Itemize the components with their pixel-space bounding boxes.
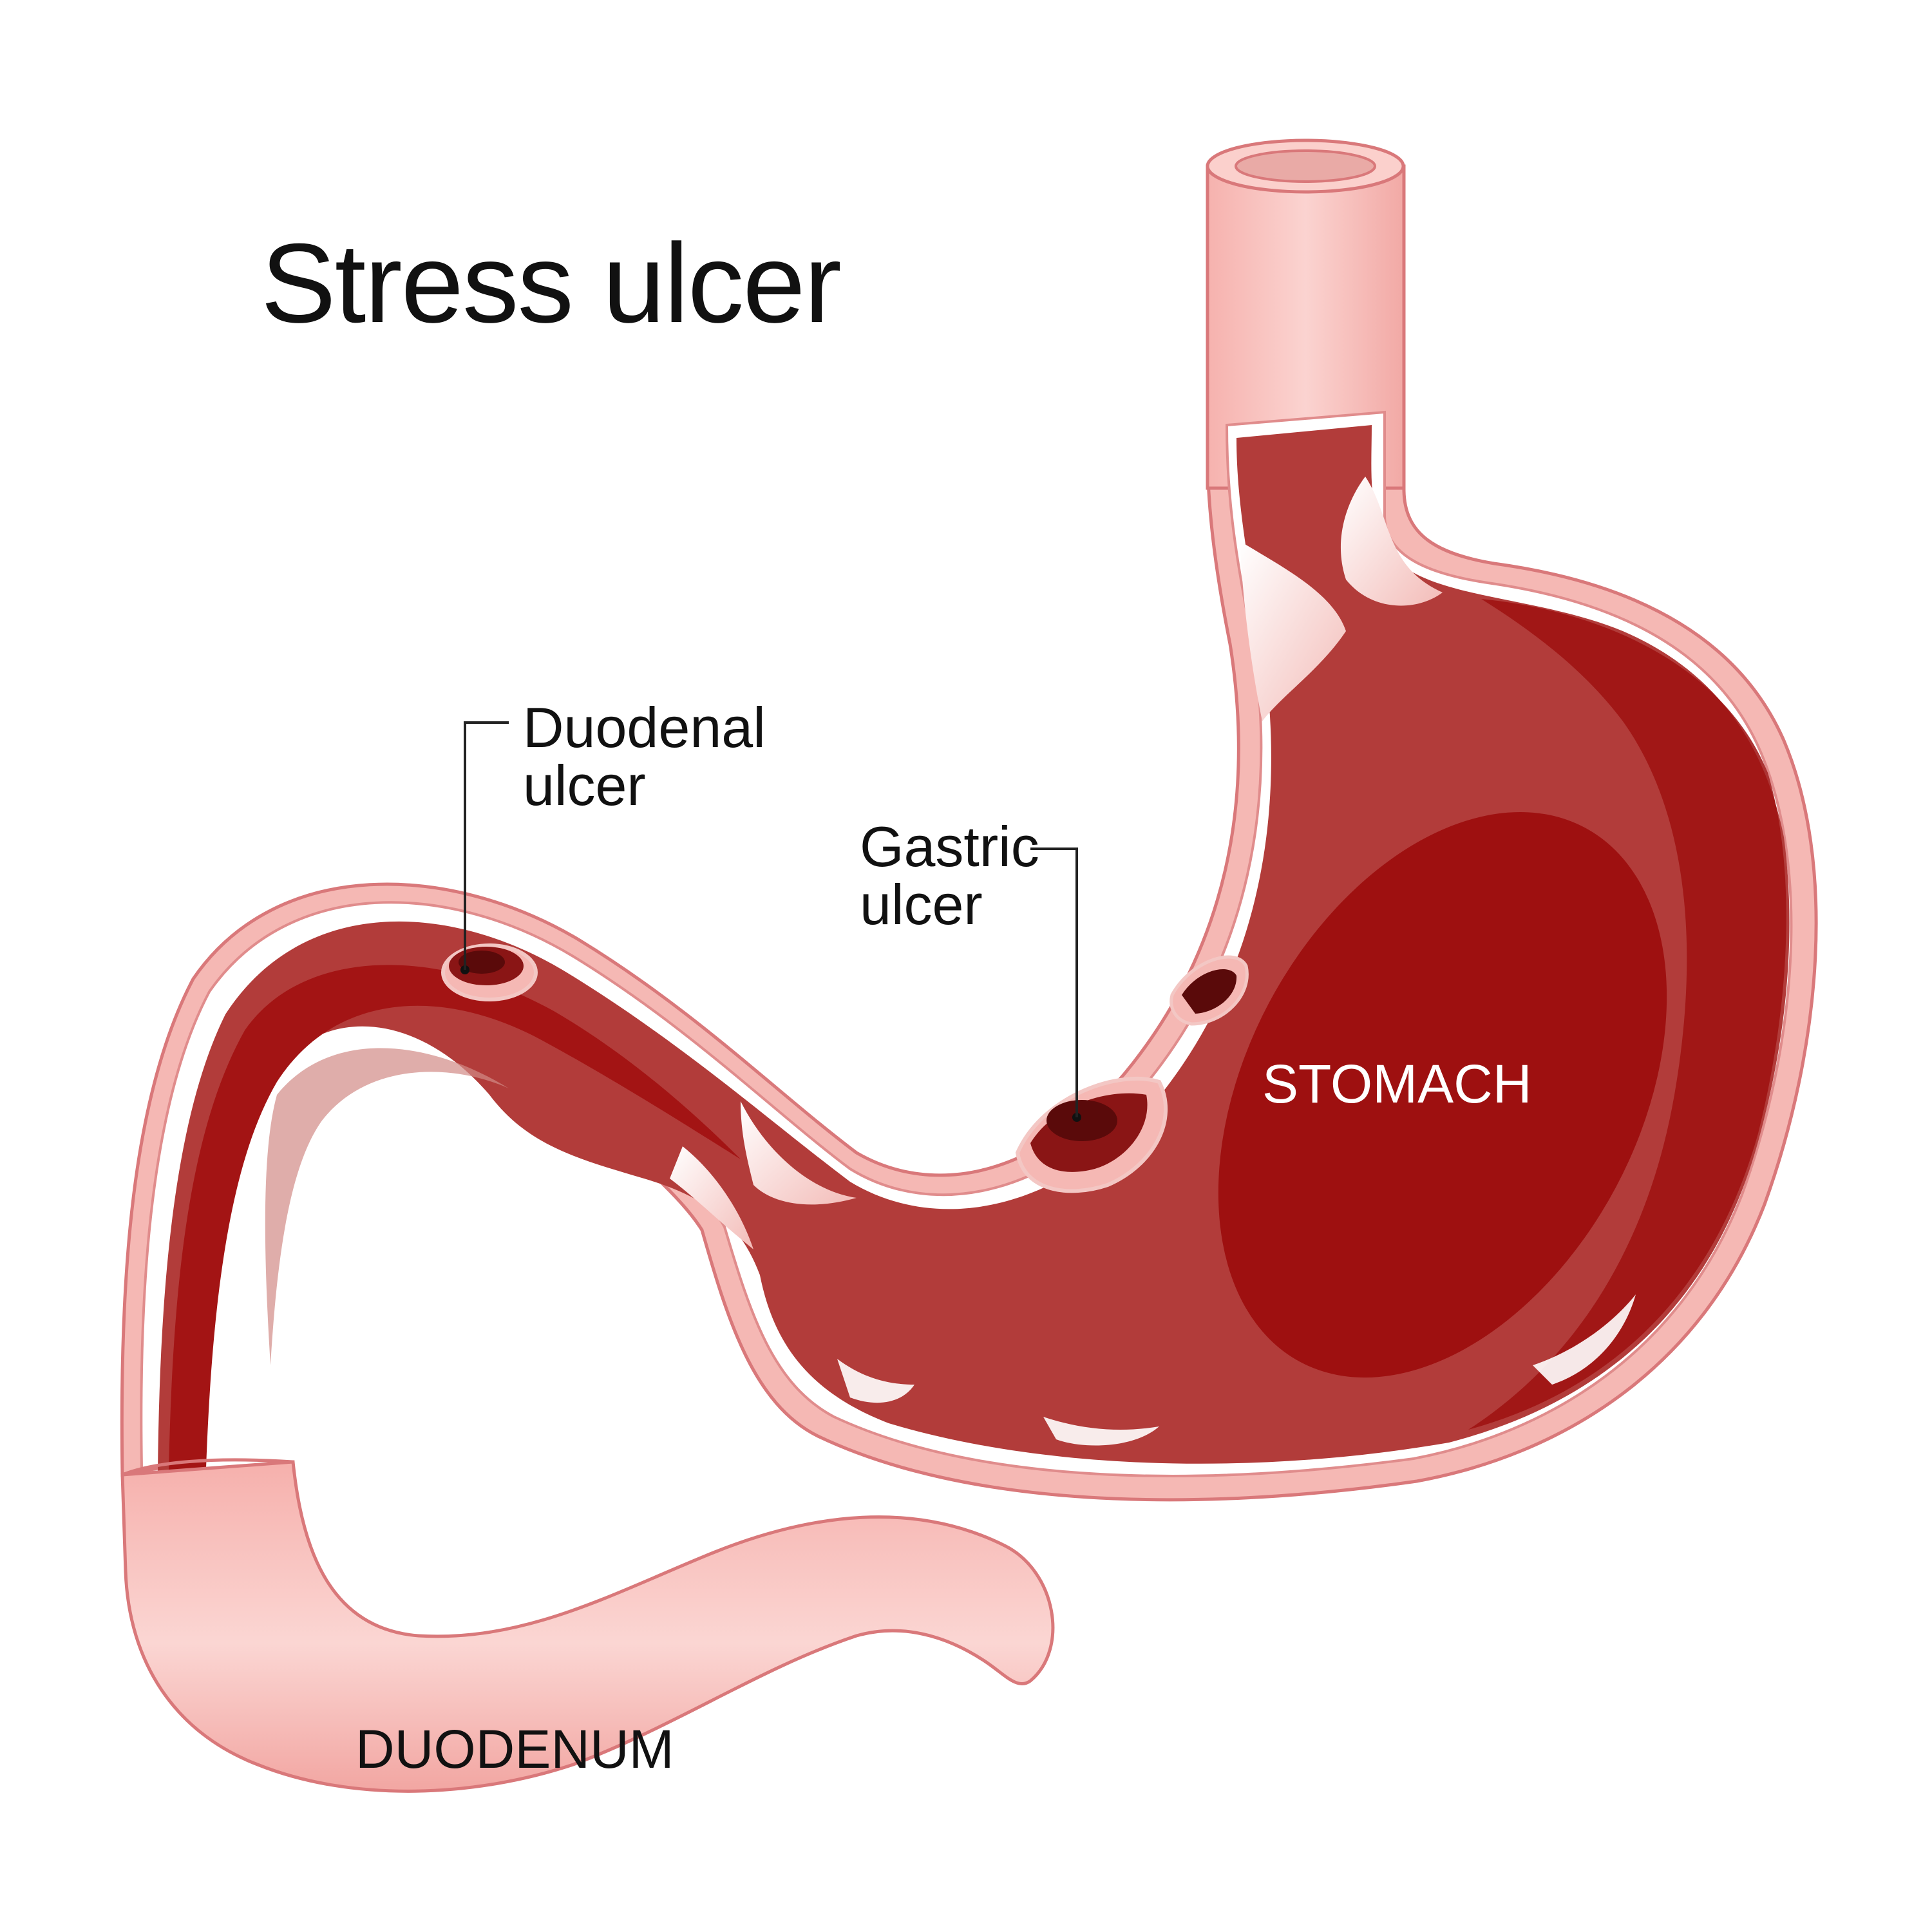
stomach-mucosa	[158, 425, 1790, 1472]
gastric-ulcer-leader	[1030, 848, 1078, 1117]
gastric-ulcer-lesion	[1015, 1076, 1168, 1193]
mucosal-folds	[670, 477, 1636, 1446]
callout-leaders	[464, 721, 1078, 1117]
duodenum-label: DUODENUM	[355, 1719, 674, 1779]
gastric-ulcer-label-line1: Gastric	[860, 815, 1039, 878]
stomach-label: STOMACH	[1262, 1054, 1531, 1114]
duodenal-ulcer-label-line1: Duodenal	[523, 696, 766, 759]
gastric-ulcer-label-line2: ulcer	[860, 873, 983, 936]
duodenal-ulcer-label-line2: ulcer	[523, 753, 646, 817]
duodenal-ulcer-lesion	[441, 943, 538, 1001]
diagram-title: Stress ulcer	[261, 221, 840, 346]
duodenum	[120, 1458, 1055, 1793]
duodenal-ulcer-leader	[464, 721, 509, 970]
gastric-ulcer-lesion-small	[1170, 955, 1249, 1026]
